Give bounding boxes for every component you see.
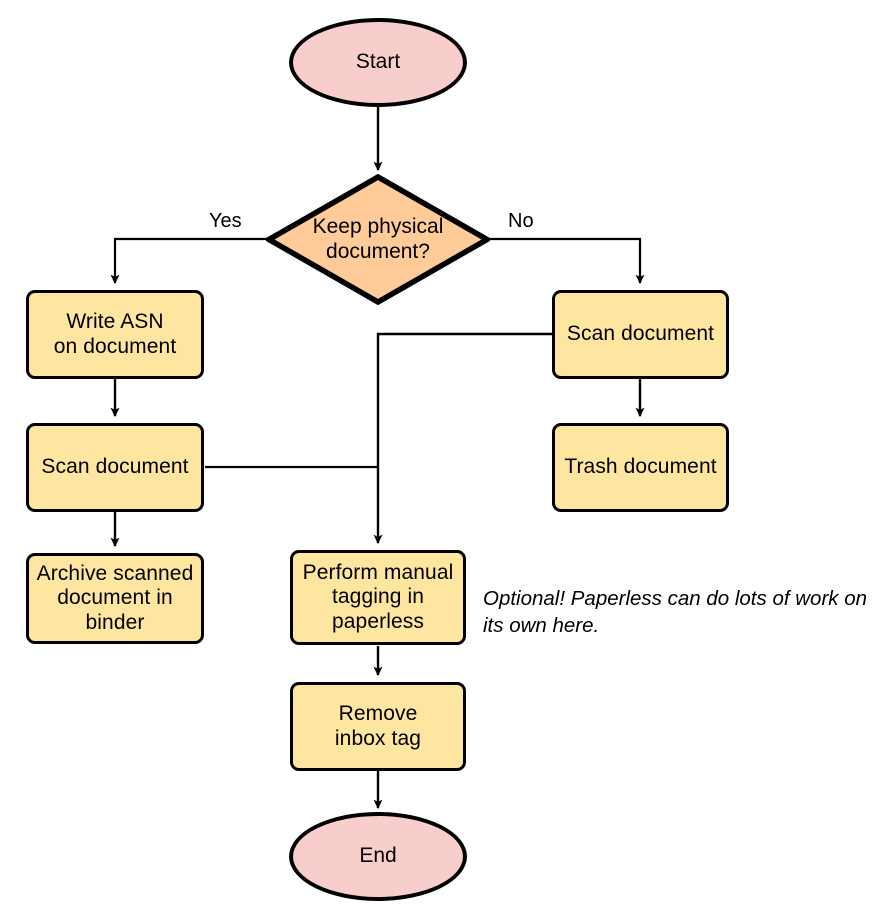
node-end-label: End	[359, 844, 397, 868]
node-remove-inbox-label: Remove inbox tag	[334, 702, 422, 750]
edge-decision-no-to-scan-right	[490, 237, 645, 285]
node-archive-label: Archive scanned document in binder	[36, 561, 194, 634]
node-remove-inbox-tag[interactable]: Remove inbox tag	[290, 682, 466, 771]
node-write-asn-label: Write ASN on document	[53, 310, 177, 358]
node-perform-manual-tagging[interactable]: Perform manual tagging in paperless	[290, 550, 466, 645]
node-archive-scanned-document[interactable]: Archive scanned document in binder	[26, 553, 204, 644]
node-write-asn-on-document[interactable]: Write ASN on document	[26, 290, 204, 379]
edge-label-yes: Yes	[209, 210, 242, 232]
node-trash-document[interactable]: Trash document	[552, 423, 729, 512]
annotation-optional-note: Optional! Paperless can do lots of work …	[483, 587, 868, 638]
edge-decision-yes-to-write-asn	[110, 237, 266, 285]
node-scan-document-left-label: Scan document	[41, 455, 189, 479]
node-start-label: Start	[355, 50, 401, 74]
node-manual-tagging-label: Perform manual tagging in paperless	[302, 560, 454, 633]
edge-label-no: No	[508, 210, 534, 232]
node-scan-document-right-label: Scan document	[566, 322, 715, 346]
node-end[interactable]: End	[289, 812, 467, 901]
diamond-shape	[266, 174, 490, 305]
node-decision-keep-physical-document[interactable]: Keep physical document?	[266, 174, 490, 305]
node-decision-label: Keep physical document?	[312, 215, 444, 263]
node-scan-document-right[interactable]: Scan document	[552, 290, 729, 379]
node-scan-document-left[interactable]: Scan document	[26, 423, 204, 512]
node-trash-document-label: Trash document	[564, 455, 717, 479]
edge-scan-right-to-manual-tagging	[373, 332, 552, 545]
node-start[interactable]: Start	[289, 18, 467, 107]
